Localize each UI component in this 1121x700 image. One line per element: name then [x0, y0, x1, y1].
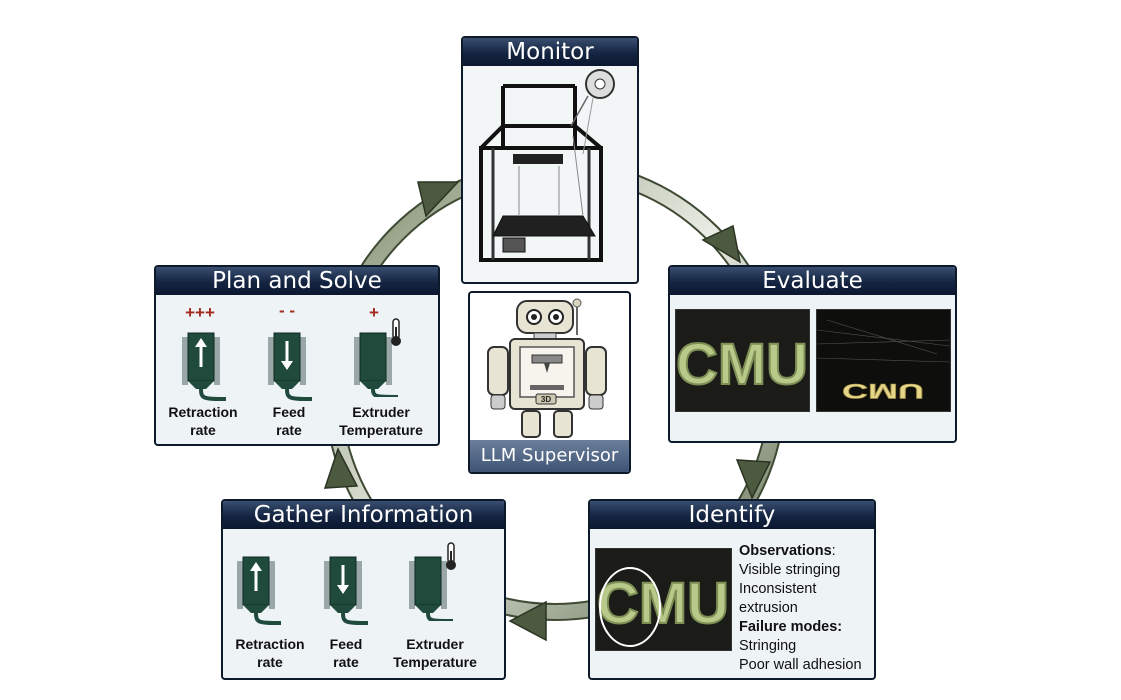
extruder-nozzle-icon	[409, 542, 456, 621]
failure-item: Stringing	[739, 638, 797, 654]
arrow-identify-to-gather	[508, 600, 547, 642]
monitor-card: Monitor	[461, 36, 639, 284]
print-photo-front: CMU	[675, 309, 810, 412]
cmu-print-text-flipped: CMU	[842, 379, 924, 403]
gather-information-title: Gather Information	[223, 501, 504, 529]
identify-card: Identify CMU Observations: Visible strin…	[588, 499, 876, 680]
failure-item: Poor wall adhesion	[739, 657, 862, 673]
defect-highlight-circle	[599, 567, 661, 647]
monitor-title: Monitor	[463, 38, 637, 66]
retraction-increase-mark: +++	[185, 303, 215, 322]
temperature-increase-mark: +	[369, 303, 379, 322]
evaluate-title: Evaluate	[670, 267, 955, 295]
cmu-print-text: CMU	[676, 332, 808, 397]
feed-nozzle-icon	[324, 556, 369, 625]
identify-print-photo: CMU	[595, 548, 732, 651]
robot-illustration: 3D	[487, 298, 607, 438]
failure-modes-label: Failure modes:	[739, 619, 843, 635]
evaluate-card: Evaluate CMU CMU	[668, 265, 957, 443]
feed-decrease-mark: - -	[278, 301, 296, 320]
3d-printer-image	[479, 69, 615, 262]
arrow-monitor-to-evaluate	[701, 224, 742, 264]
plan-and-solve-card: Plan and Solve +++ - - +	[154, 265, 440, 446]
arrow-plan-to-monitor	[417, 181, 460, 218]
gather-information-card: Gather Information	[221, 499, 506, 680]
thermometer-icon	[391, 318, 401, 346]
3d-badge: 3D	[541, 395, 551, 404]
arrow-gather-to-plan	[323, 447, 359, 489]
feed-nozzle-icon	[268, 332, 313, 401]
retraction-nozzle-icon	[182, 332, 227, 401]
identify-cmu-text: CMU	[597, 571, 729, 636]
observations-list: Observations: Visible stringing Inconsis…	[739, 542, 874, 675]
thermometer-icon	[446, 542, 456, 570]
observation-item: Inconsistent	[739, 581, 817, 597]
observations-label: Observations	[739, 543, 832, 559]
observation-item: extrusion	[739, 600, 798, 616]
retraction-nozzle-icon	[237, 556, 282, 625]
arrow-evaluate-to-identify	[735, 459, 772, 500]
llm-supervisor-label: LLM Supervisor	[470, 440, 629, 472]
identify-title: Identify	[590, 501, 874, 529]
llm-supervisor-card: 3D LLM Supervisor	[468, 291, 631, 474]
print-photo-angle: CMU	[816, 309, 951, 412]
observation-item: Visible stringing	[739, 562, 841, 578]
plan-and-solve-title: Plan and Solve	[156, 267, 438, 295]
extruder-nozzle-icon	[354, 318, 401, 397]
